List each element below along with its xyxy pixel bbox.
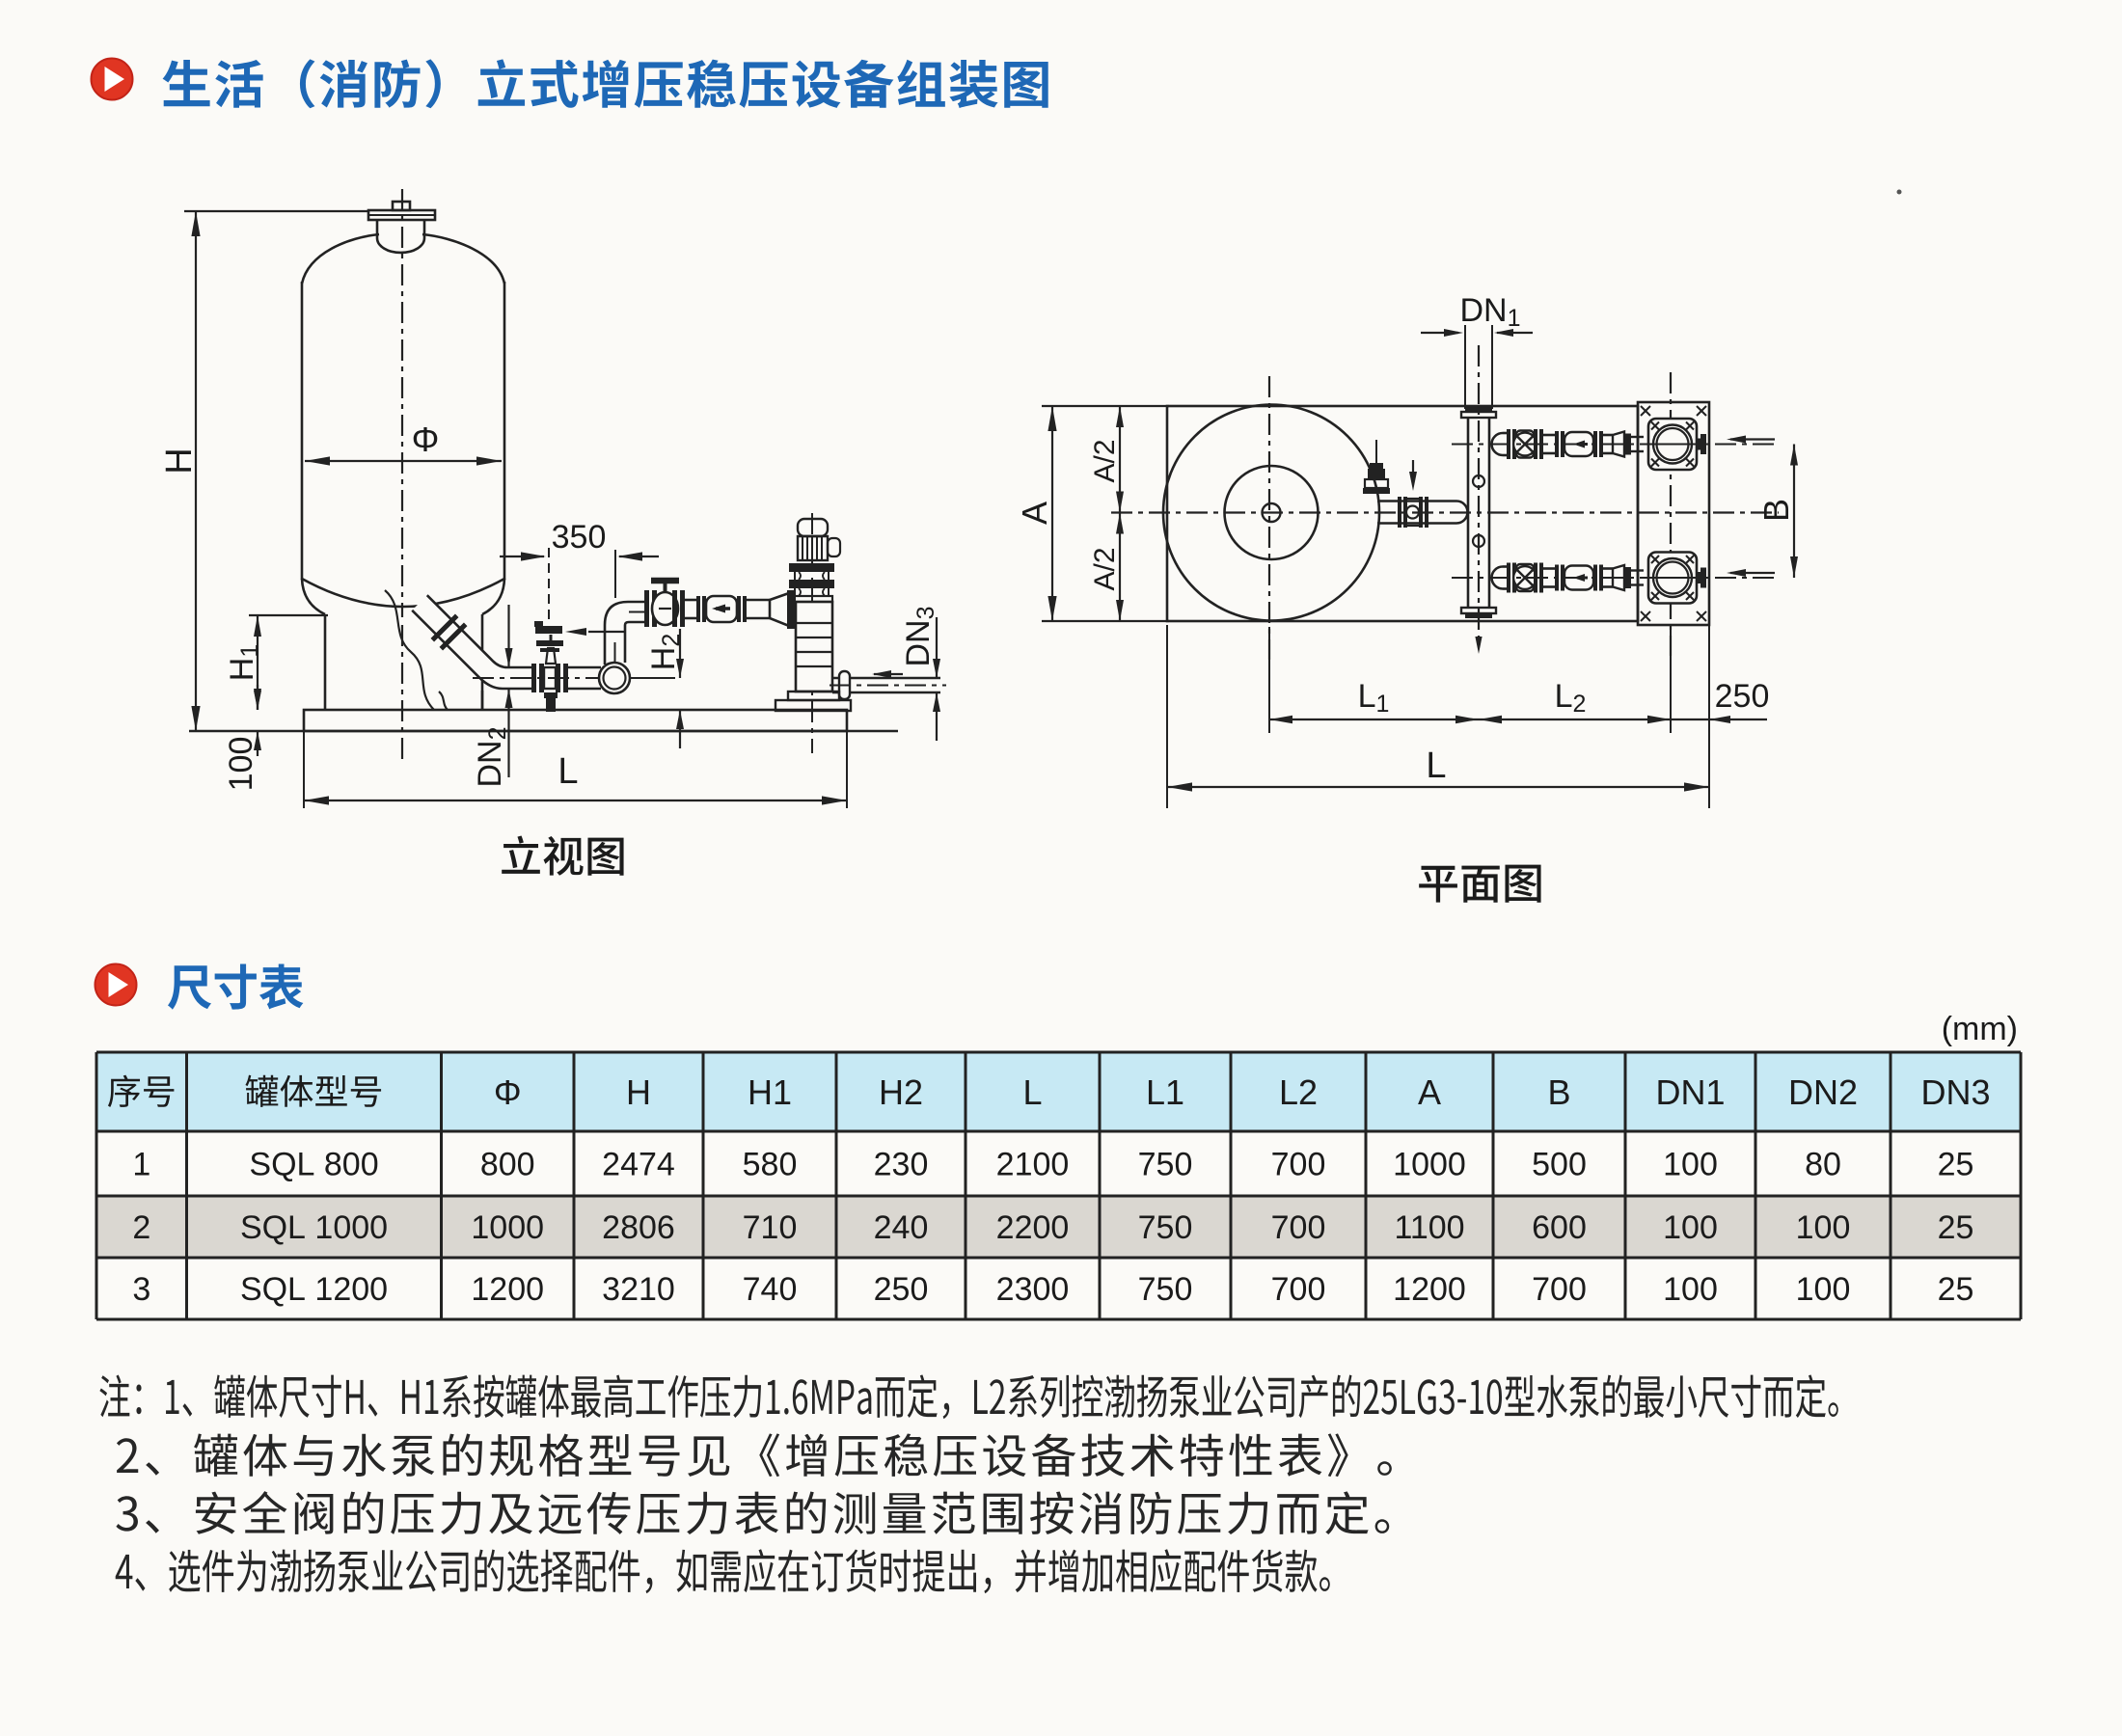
svg-text:A/2: A/2 — [1089, 547, 1121, 590]
svg-text:H: H — [159, 448, 200, 474]
svg-text:SQL 1200: SQL 1200 — [240, 1271, 388, 1308]
svg-text:L1: L1 — [1146, 1072, 1184, 1112]
svg-text:100: 100 — [1663, 1147, 1718, 1183]
svg-text:SQL 1000: SQL 1000 — [240, 1209, 388, 1246]
svg-text:25: 25 — [1938, 1209, 1974, 1246]
svg-text:A: A — [1418, 1072, 1441, 1112]
svg-text:25: 25 — [1938, 1271, 1974, 1308]
svg-text:3210: 3210 — [602, 1271, 675, 1308]
svg-text:H1: H1 — [748, 1072, 792, 1112]
svg-text:700: 700 — [1271, 1271, 1326, 1308]
svg-text:DN1: DN1 — [1459, 292, 1520, 332]
svg-text:100: 100 — [1663, 1271, 1718, 1308]
svg-text:L2: L2 — [1279, 1072, 1318, 1112]
svg-text:25: 25 — [1938, 1147, 1974, 1183]
svg-text:SQL 800: SQL 800 — [249, 1147, 378, 1183]
svg-text:100: 100 — [1663, 1209, 1718, 1246]
svg-text:DN3: DN3 — [1920, 1072, 1990, 1112]
svg-text:750: 750 — [1138, 1147, 1193, 1183]
svg-text:(mm): (mm) — [1942, 1011, 2018, 1047]
svg-text:1200: 1200 — [471, 1271, 544, 1308]
svg-text:600: 600 — [1532, 1209, 1587, 1246]
svg-text:750: 750 — [1138, 1209, 1193, 1246]
svg-text:L: L — [1426, 746, 1446, 786]
svg-text:L: L — [558, 751, 578, 792]
svg-text:100: 100 — [1796, 1209, 1851, 1246]
svg-text:80: 80 — [1805, 1147, 1841, 1183]
svg-text:A/2: A/2 — [1089, 439, 1121, 482]
svg-text:2474: 2474 — [602, 1147, 675, 1183]
svg-text:580: 580 — [743, 1147, 798, 1183]
svg-text:750: 750 — [1138, 1271, 1193, 1308]
svg-text:2806: 2806 — [602, 1209, 675, 1246]
svg-text:B: B — [1756, 499, 1796, 522]
svg-text:700: 700 — [1532, 1271, 1587, 1308]
svg-text:2: 2 — [132, 1209, 150, 1246]
svg-text:1200: 1200 — [1393, 1271, 1466, 1308]
svg-text:700: 700 — [1271, 1147, 1326, 1183]
svg-text:350: 350 — [552, 519, 607, 556]
svg-text:L: L — [1022, 1072, 1042, 1112]
svg-text:1100: 1100 — [1394, 1209, 1464, 1246]
svg-text:Φ: Φ — [494, 1072, 522, 1112]
svg-text:700: 700 — [1271, 1209, 1326, 1246]
svg-text:710: 710 — [743, 1209, 798, 1246]
svg-text:1000: 1000 — [471, 1209, 544, 1246]
svg-text:500: 500 — [1532, 1147, 1587, 1183]
svg-text:740: 740 — [743, 1271, 798, 1308]
svg-text:A: A — [1015, 502, 1054, 525]
svg-text:250: 250 — [874, 1271, 929, 1308]
svg-text:100: 100 — [223, 737, 259, 792]
svg-text:800: 800 — [480, 1147, 535, 1183]
svg-text:250: 250 — [1715, 678, 1770, 715]
svg-text:Φ: Φ — [412, 420, 440, 459]
svg-text:230: 230 — [874, 1147, 929, 1183]
svg-text:2300: 2300 — [996, 1271, 1070, 1308]
svg-text:1000: 1000 — [1393, 1147, 1466, 1183]
svg-text:DN2: DN2 — [1788, 1072, 1858, 1112]
svg-text:100: 100 — [1796, 1271, 1851, 1308]
svg-text:H: H — [626, 1072, 651, 1112]
svg-text:1: 1 — [132, 1147, 150, 1183]
svg-text:3: 3 — [132, 1271, 150, 1308]
svg-text:240: 240 — [874, 1209, 929, 1246]
svg-text:DN1: DN1 — [1655, 1072, 1725, 1112]
svg-text:B: B — [1547, 1072, 1570, 1112]
svg-text:H2: H2 — [879, 1072, 923, 1112]
svg-text:2100: 2100 — [996, 1147, 1070, 1183]
svg-text:2200: 2200 — [996, 1209, 1070, 1246]
